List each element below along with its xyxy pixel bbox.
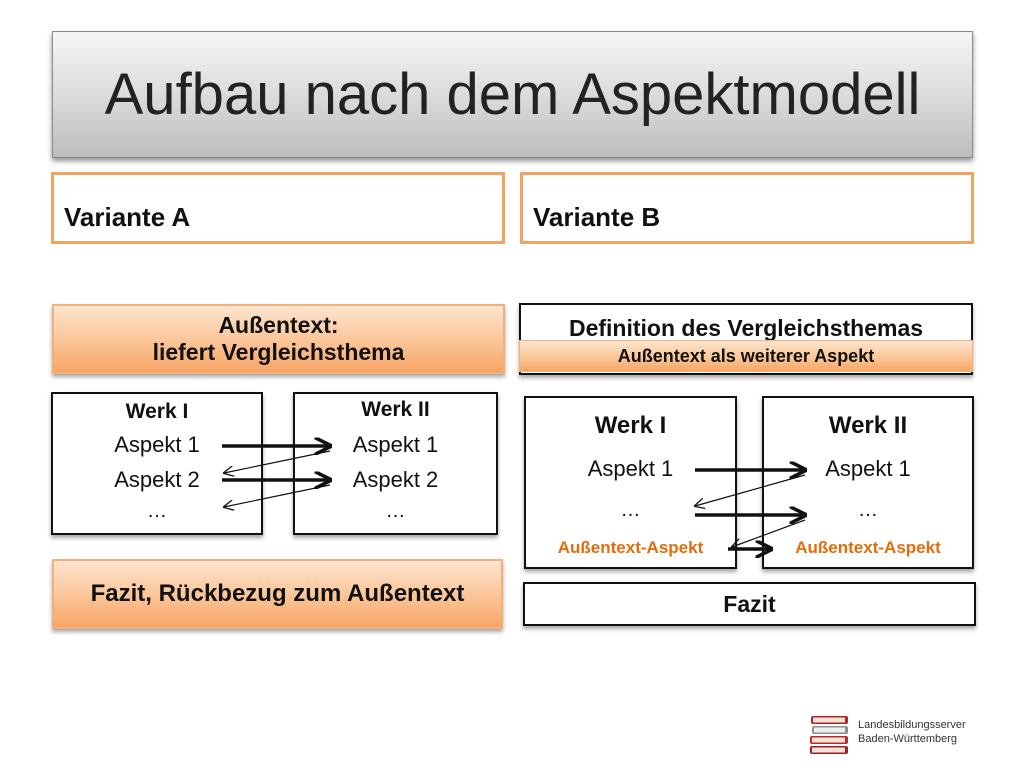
logo-line2: Baden-Württemberg	[858, 733, 958, 745]
fazit-a-label: Fazit, Rückbezug zum Außentext	[90, 580, 465, 607]
variant-b-label: Variante B	[533, 202, 661, 232]
werk-a2-aspekt2: Aspekt 2	[352, 467, 439, 492]
landesbildungsserver-logo: Landesbildungsserver Baden-Württemberg	[808, 712, 1008, 758]
werk-b2-box: Werk II Aspekt 1 … Außentext-Aspekt	[762, 396, 974, 569]
logo-line1: Landesbildungsserver	[858, 719, 966, 731]
werk-a2-more: …	[385, 500, 406, 522]
fazit-b-label: Fazit	[723, 590, 776, 617]
aussentext-line1: Außentext:	[218, 312, 339, 338]
werk-b1-aspekt1: Aspekt 1	[587, 456, 674, 481]
werk-a1-title: Werk I	[125, 400, 189, 423]
fazit-a-box: Fazit, Rückbezug zum Außentext	[52, 559, 503, 629]
werk-b2-aspekt1: Aspekt 1	[825, 456, 911, 481]
definition-subbox: Außentext als weiterer Aspekt	[519, 340, 973, 372]
variant-b-header: Variante B	[520, 172, 974, 244]
werk-b1-more: …	[620, 499, 641, 521]
variant-a-header: Variante A	[51, 172, 505, 244]
werk-a2-box: Werk II Aspekt 1 Aspekt 2 …	[293, 392, 498, 535]
werk-b2-aussentext-aspekt: Außentext-Aspekt	[795, 538, 941, 557]
definition-title: Definition des Vergleichsthemas	[568, 315, 924, 341]
werk-a1-more: …	[147, 500, 167, 522]
aussentext-box: Außentext: liefert Vergleichsthema	[52, 304, 505, 374]
werk-b2-title: Werk II	[828, 412, 908, 439]
definition-sub-label: Außentext als weiterer Aspekt	[617, 345, 875, 366]
slide-title: Aufbau nach dem Aspektmodell	[104, 62, 921, 127]
werk-a1-aspekt2: Aspekt 2	[114, 467, 200, 492]
werk-b1-title: Werk I	[594, 412, 667, 439]
variant-a-label: Variante A	[64, 202, 191, 232]
aussentext-line2: liefert Vergleichsthema	[152, 339, 405, 365]
werk-a2-title: Werk II	[361, 398, 430, 421]
werk-b1-box: Werk I Aspekt 1 … Außentext-Aspekt	[524, 396, 737, 569]
title-box: Aufbau nach dem Aspektmodell	[52, 31, 973, 158]
werk-b1-aussentext-aspekt: Außentext-Aspekt	[557, 538, 704, 557]
book-stack-icon	[810, 716, 848, 754]
werk-a1-box: Werk I Aspekt 1 Aspekt 2 …	[51, 392, 263, 535]
werk-b2-more: …	[858, 499, 878, 521]
werk-a1-aspekt1: Aspekt 1	[114, 432, 200, 457]
fazit-b-box: Fazit	[523, 582, 976, 626]
werk-a2-aspekt1: Aspekt 1	[352, 432, 439, 457]
